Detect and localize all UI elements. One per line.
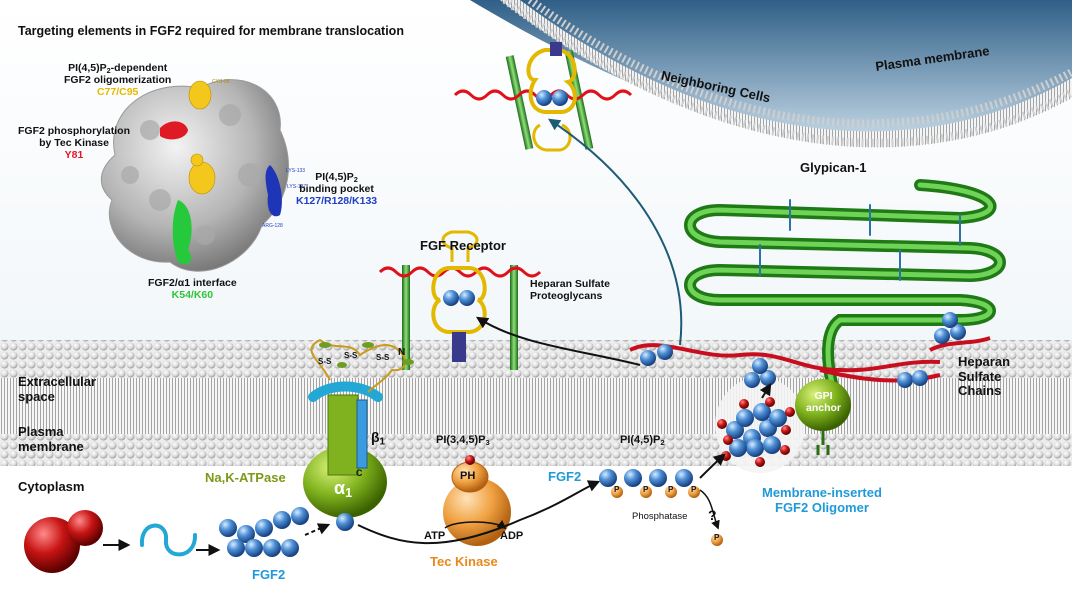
phospho-p-4: P (691, 485, 697, 494)
figure-title: Targeting elements in FGF2 required for … (18, 24, 404, 38)
n-terminus-label: N (398, 347, 406, 358)
interface-patch (172, 200, 192, 265)
cys-patches (188, 80, 216, 195)
plasma-membrane-bilayer (0, 340, 1072, 473)
neighboring-cell (470, 0, 1072, 148)
phospho-p-1: P (614, 485, 620, 494)
y81-patch (160, 121, 188, 140)
disulfide-label-2: S-S (344, 351, 358, 360)
tec-kinase (443, 455, 511, 546)
pip2-label: PI(4,5)P2 (620, 434, 665, 447)
alpha1-label: α1 (334, 478, 353, 501)
fgf-receptor (378, 230, 542, 370)
gpi-anchor (795, 379, 851, 455)
secretion-arrow (548, 118, 683, 346)
cytoplasmic-pathway (24, 453, 726, 573)
fgf-receptor-label: FGF Receptor (420, 238, 506, 253)
adp-label: ADP (500, 530, 524, 542)
na-k-atpase-label: Na,K-ATPase (205, 470, 286, 485)
binding-pocket-label: PI(4,5)P2 binding pocket K127/R128/K133 (296, 171, 378, 207)
phosphorylation-label: FGF2 phosphorylation by Tec Kinase Y81 (18, 125, 130, 161)
phospho-p-2: P (643, 485, 649, 494)
fgf2-membrane-label: FGF2 (548, 469, 582, 484)
disulfide-label-3: S-S (376, 353, 390, 362)
beta1-label: β1 (371, 429, 385, 448)
atp-label: ATP (424, 530, 446, 542)
arg128-tag: ARG-128 (262, 223, 283, 229)
fgf2-surface-structure (101, 79, 289, 272)
phospho-p-5: P (714, 533, 720, 542)
transfer-arrow (475, 316, 641, 366)
pocket-patch (265, 165, 282, 217)
disulfide-label-1: S-S (318, 357, 332, 366)
membrane-oligomer (717, 382, 795, 467)
na-k-atpase (303, 338, 414, 518)
phosphatase-question: ? (708, 507, 717, 523)
cytoplasm-label: Cytoplasm (18, 479, 85, 494)
neighbor-receptor (453, 42, 633, 152)
c95-tag: CYS-95 (212, 79, 230, 85)
lys133-tag: LYS-133 (286, 168, 306, 174)
interface-label: FGF2/α1 interface K54/K60 (148, 277, 237, 301)
glypican-label: Glypican-1 (800, 160, 867, 175)
pip3-label: PI(3,4,5)P3 (436, 434, 490, 447)
phospho-p-3: P (668, 485, 674, 494)
tec-kinase-label: Tec Kinase (430, 554, 498, 569)
glypican-1 (684, 179, 1006, 401)
phosphatase-label: Phosphatase (632, 511, 688, 522)
ph-domain-label: PH (460, 470, 476, 482)
lys127-tag: LYS-127 (287, 184, 307, 190)
fgf2-cytoplasm-label: FGF2 (252, 567, 286, 582)
c-terminus-label: C (356, 468, 363, 478)
oligomerization-label: PI(4,5)P2-dependent FGF2 oligomerization… (64, 62, 172, 98)
hs-bound-fgf2 (640, 312, 966, 388)
